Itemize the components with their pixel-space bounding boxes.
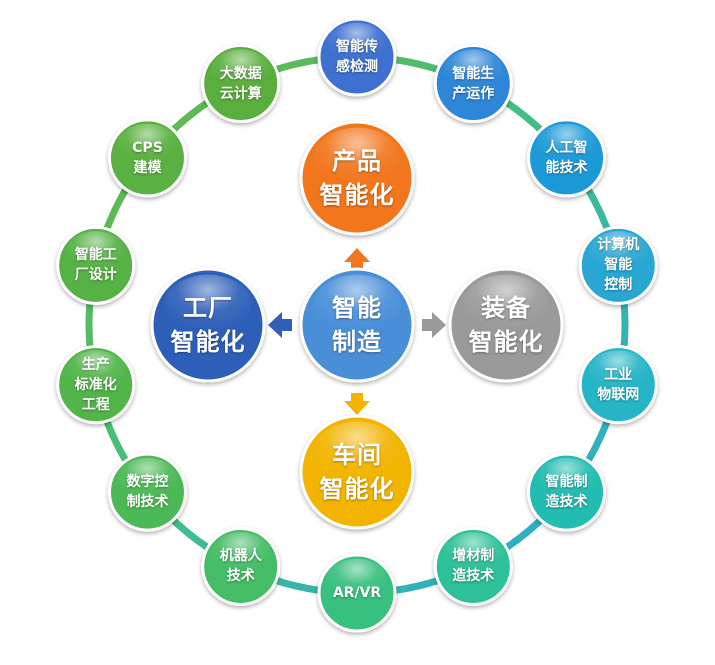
ring-node-8-highlight xyxy=(211,532,271,575)
workshop-node-highlight xyxy=(313,421,401,484)
center-node-highlight xyxy=(313,274,401,337)
ring-node-6-highlight xyxy=(443,532,503,575)
equipment-node-highlight xyxy=(462,274,550,337)
arrow-left xyxy=(268,312,292,338)
arrow-down xyxy=(344,393,370,415)
ring-node-0-highlight xyxy=(327,22,387,65)
ring-node-3-highlight xyxy=(588,231,648,273)
ring-node-13-highlight xyxy=(211,49,271,92)
ring-node-10-highlight xyxy=(66,350,126,393)
ring-node-4-highlight xyxy=(588,350,648,393)
ring-node-9-highlight xyxy=(117,457,178,500)
ring-node-11-highlight xyxy=(66,231,126,273)
arrow-right xyxy=(422,312,446,338)
arrow-up xyxy=(344,248,370,270)
factory-node-highlight xyxy=(164,274,252,337)
ring-node-12-highlight xyxy=(117,123,178,166)
ring-node-5-highlight xyxy=(536,457,597,500)
ring-node-2-highlight xyxy=(536,123,597,166)
ring-node-7-highlight xyxy=(327,558,387,601)
ring-node-1-highlight xyxy=(443,49,503,92)
product-node-highlight xyxy=(313,127,401,190)
